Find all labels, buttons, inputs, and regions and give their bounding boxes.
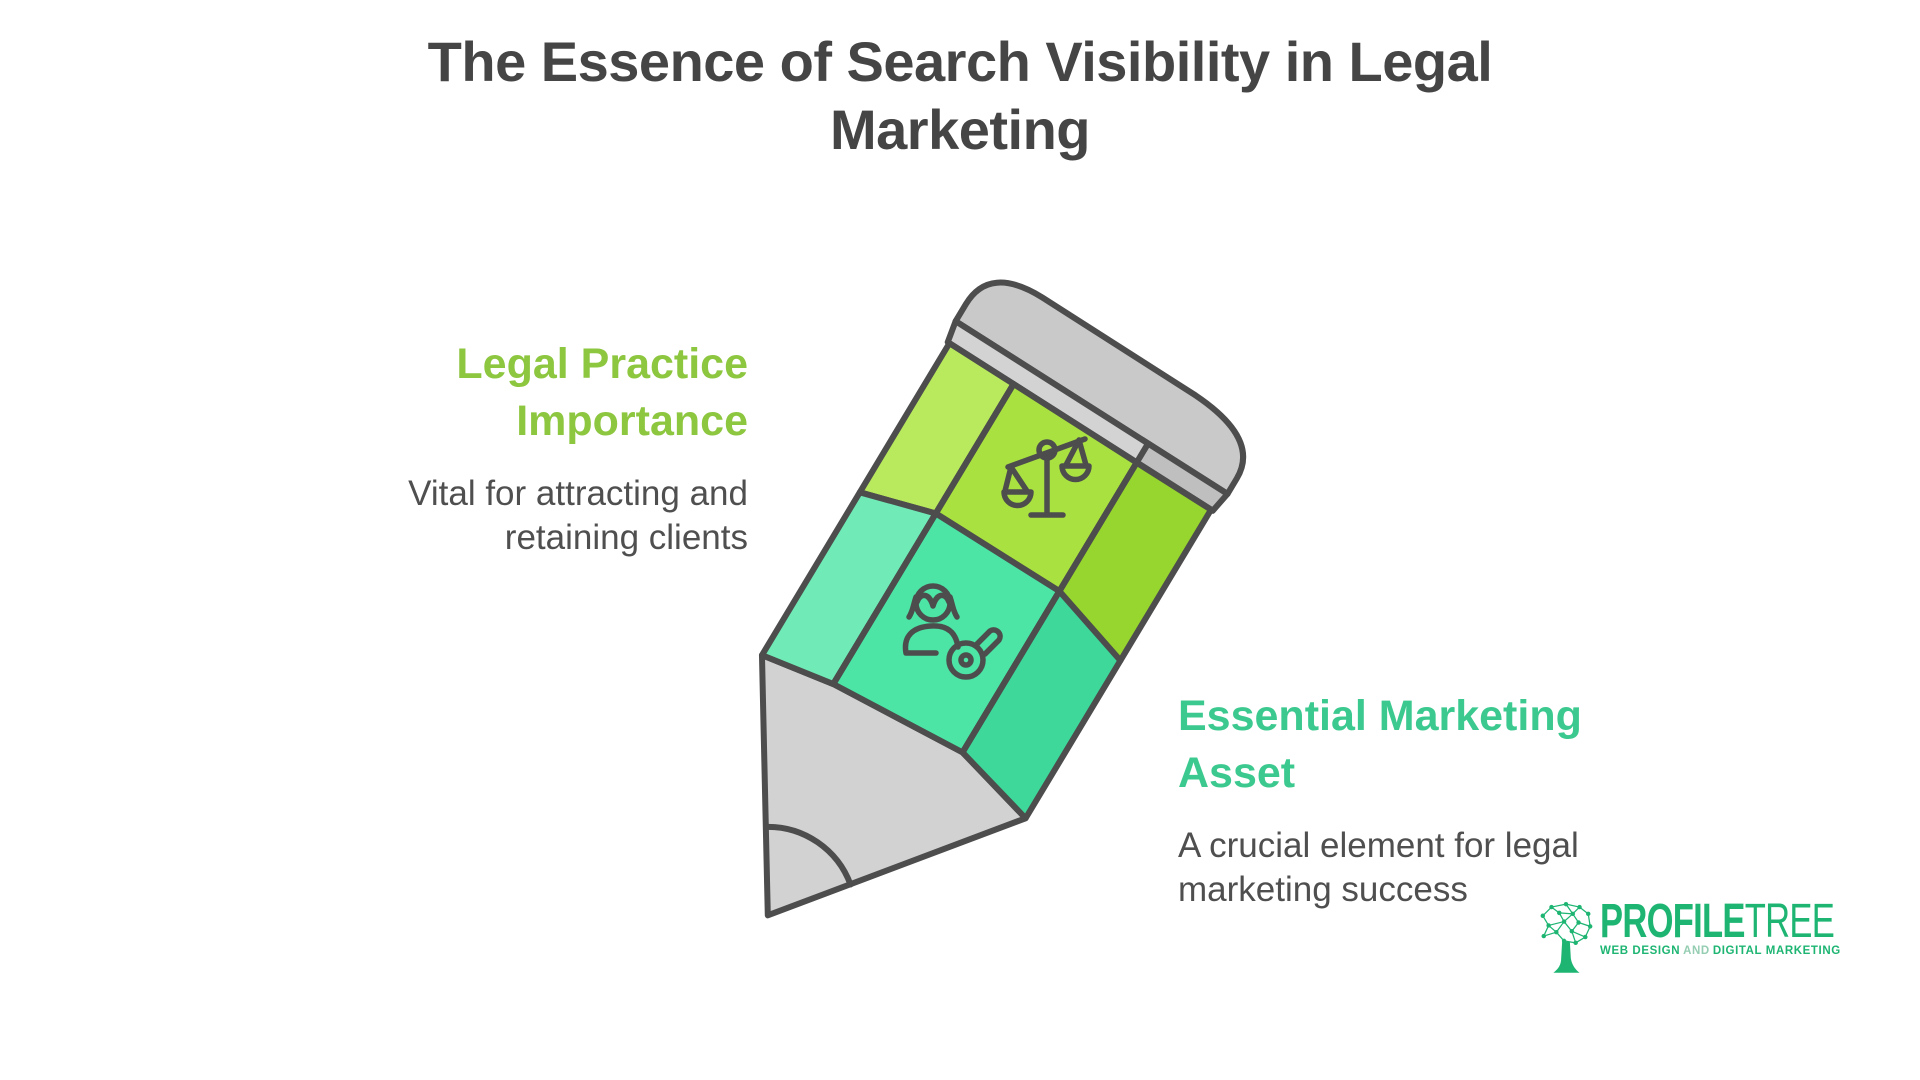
magnifier-center-dot	[958, 652, 974, 668]
left-callout-heading: Legal Practice Importance	[188, 336, 748, 450]
profiletree-tree-icon	[1540, 901, 1593, 973]
page-title-line-2: Marketing	[830, 98, 1091, 161]
left-callout: Legal Practice Importance Vital for attr…	[188, 336, 748, 560]
pencil-tip-arc	[763, 823, 854, 888]
scales-of-justice-icon	[1001, 436, 1092, 518]
pencil-body	[758, 279, 1247, 919]
person-search-icon	[902, 583, 1003, 680]
pencil-facet-divider-left	[830, 381, 1017, 688]
person-hair-strand-left	[906, 594, 919, 620]
tree-trunk	[1553, 941, 1580, 973]
right-callout-body: A crucial element for legal marketing su…	[1178, 824, 1738, 912]
tagline-and: AND	[1683, 945, 1710, 957]
scales-right-strings	[1063, 437, 1089, 468]
left-callout-heading-line-1: Legal Practice	[456, 340, 748, 388]
right-callout-heading-line-2: Asset	[1178, 749, 1296, 797]
brand-name-tree: TREE	[1744, 895, 1835, 948]
left-callout-heading-line-2: Importance	[516, 397, 748, 445]
person-hair-wave	[914, 592, 952, 609]
page-title: The Essence of Search Visibility in Lega…	[0, 28, 1920, 164]
right-callout-heading-line-1: Essential Marketing	[1178, 692, 1582, 740]
brand-name-profile: PROFILE	[1600, 895, 1745, 948]
magnifier-lens	[946, 640, 986, 680]
left-callout-body: Vital for attracting and retaining clien…	[188, 472, 748, 560]
scales-right-pan	[1059, 463, 1092, 483]
tagline-digital-marketing: DIGITAL MARKETING	[1712, 945, 1841, 957]
profiletree-brand-name: PROFILETREE	[1600, 898, 1835, 946]
person-shoulders	[902, 623, 961, 656]
right-callout-body-line-1: A crucial element for legal	[1178, 826, 1579, 865]
right-callout-heading: Essential Marketing Asset	[1178, 688, 1738, 802]
person-hair-strand-right	[947, 594, 960, 620]
scales-left-strings	[1002, 464, 1030, 494]
left-callout-body-line-2: retaining clients	[504, 518, 748, 557]
scales-left-pan	[1001, 489, 1034, 509]
tree-network-edges	[1542, 903, 1591, 944]
left-callout-body-line-1: Vital for attracting and	[408, 474, 748, 513]
scales-beam	[1005, 436, 1088, 470]
pencil-facet-divider-right	[959, 459, 1140, 756]
right-callout: Essential Marketing Asset A crucial elem…	[1178, 688, 1738, 912]
magnifier-handle	[973, 627, 1003, 657]
right-callout-body-line-2: marketing success	[1178, 870, 1468, 909]
tree-network-nodes	[1540, 901, 1593, 946]
tagline-web-design: WEB DESIGN	[1600, 945, 1681, 957]
pencil-eraser-cap	[952, 279, 1247, 497]
page-title-line-1: The Essence of Search Visibility in Lega…	[427, 30, 1493, 93]
